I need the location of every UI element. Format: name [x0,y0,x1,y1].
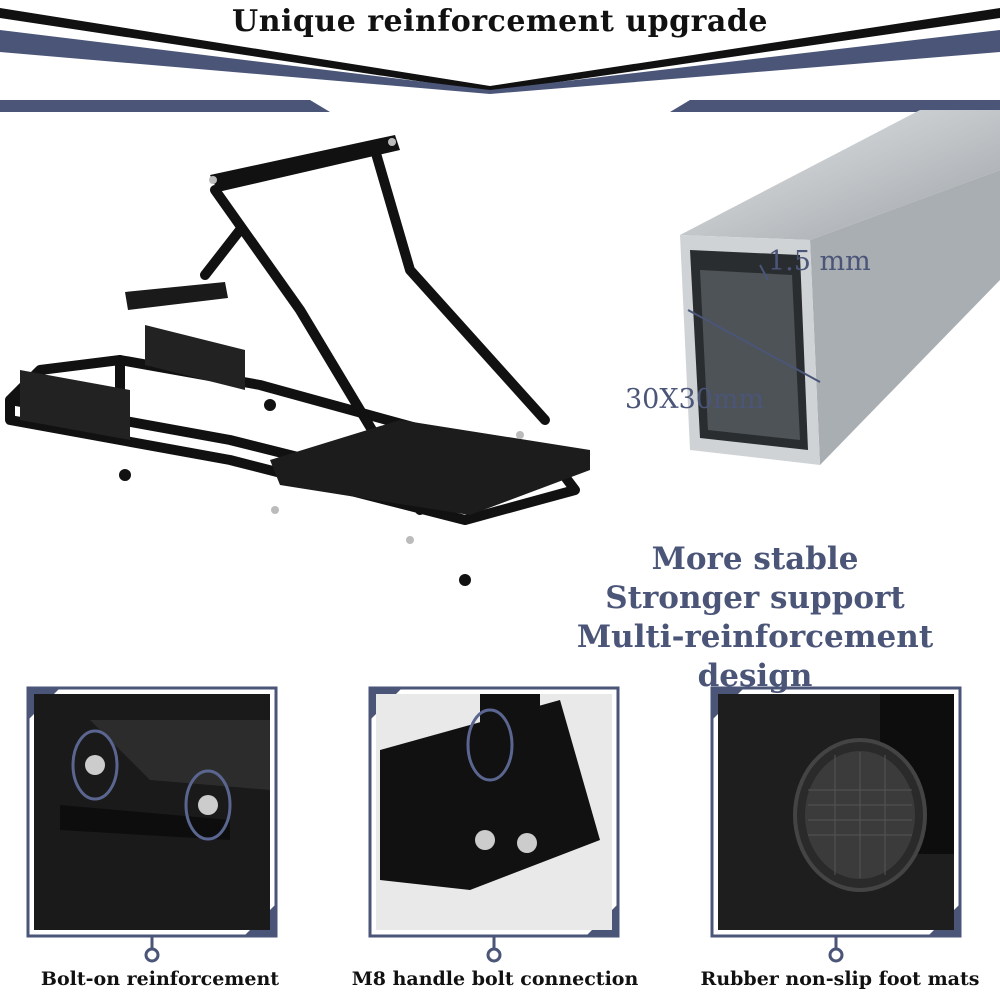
header-stripes [0,0,1000,112]
feature-caption-3: Rubber non-slip foot mats [700,968,980,990]
feature-caption-2: M8 handle bolt connection [351,968,639,990]
wheel-stand-image [5,135,590,586]
feature-panels [26,686,962,963]
slogan-line-2: Stronger support [605,580,905,616]
tube-thickness-label: 1.5 mm [768,246,871,277]
slogan-line-1: More stable [651,541,859,577]
steel-tube-image [680,110,1000,465]
feature-caption-1: Bolt-on reinforcement [40,968,280,990]
slogan: More stable Stronger support Multi-reinf… [520,540,990,696]
tube-size-label: 30X30mm [625,384,765,415]
page-title: Unique reinforcement upgrade [232,4,768,39]
